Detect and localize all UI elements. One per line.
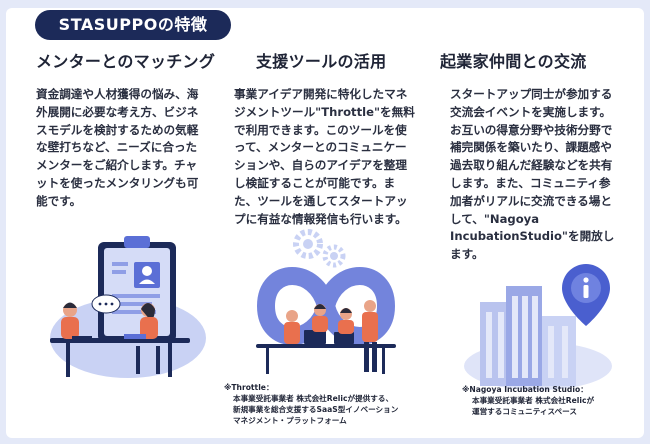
feature-title: 起業家仲間との交流 — [440, 52, 587, 71]
feature-entrepreneur-exchange: 起業家仲間との交流 スタートアップ同士が参加する交流会イベントを実施します。お互… — [440, 48, 615, 264]
footnote-line: ※Nagoya Incubation Studio： — [462, 385, 588, 394]
feature-title: メンターとのマッチング — [36, 52, 216, 71]
footnote-line: マネジメント・プラットフォーム — [233, 416, 347, 425]
nagoya-footnote: ※Nagoya Incubation Studio： 本事業受託事業者 株式会社… — [462, 384, 632, 417]
feature-description: 事業アイデア開発に特化したマネジメントツール"Throttle"を無料で利用でき… — [234, 87, 415, 226]
feature-description: スタートアップ同士が参加する交流会イベントを実施します。お互いの得意分野や技術分… — [450, 87, 615, 262]
footnote-line: 新規事業を総合支援するSaaS型イノベーション — [233, 405, 399, 414]
mentor-meeting-illustration — [50, 236, 206, 378]
feature-mentor-matching: メンターとのマッチング 資金調達や人材獲得の悩み、海外展開に必要な考え方、ビジネ… — [36, 48, 216, 211]
team-tool-illustration — [256, 229, 396, 374]
footnote-line: 本事業受託事業者 株式会社Relicが提供する、 — [233, 394, 394, 403]
feature-title: 支援ツールの活用 — [256, 52, 387, 71]
feature-description: 資金調達や人材獲得の悩み、海外展開に必要な考え方、ビジネスモデルを検討するための… — [36, 87, 199, 208]
throttle-footnote: ※Throttle： 本事業受託事業者 株式会社Relicが提供する、 新規事業… — [224, 382, 438, 426]
footnote-line: 運営するコミュニティスペース — [472, 407, 577, 416]
footnote-line: ※Throttle： — [224, 383, 274, 392]
section-badge: STASUPPOの特徴 — [35, 10, 231, 40]
footnote-line: 本事業受託事業者 株式会社Relicが — [472, 396, 595, 405]
feature-support-tools: 支援ツールの活用 事業アイデア開発に特化したマネジメントツール"Throttle… — [234, 48, 416, 228]
city-info-illustration — [464, 264, 612, 390]
